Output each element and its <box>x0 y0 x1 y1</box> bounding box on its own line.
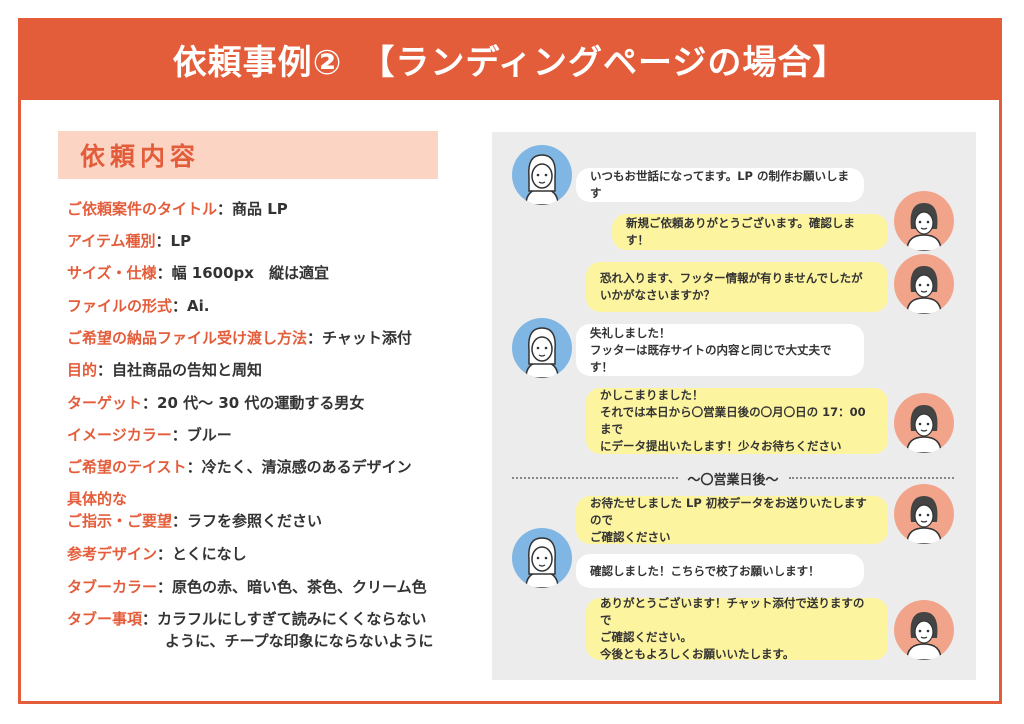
client-avatar-icon <box>512 318 572 378</box>
client-avatar-icon <box>512 528 572 588</box>
request-item: ターゲット：20 代〜 30 代の運動する男女 <box>67 394 365 412</box>
chat-message-client: いつもお世話になってます。LP の制作お願いします <box>576 168 864 202</box>
chat-message-designer: ありがとうございます！チャット添付で送りますのでご確認ください。今後ともよろしく… <box>586 596 888 661</box>
request-item: ご依頼案件のタイトル：商品 LP <box>67 200 288 218</box>
request-item: ご希望のテイスト：冷たく、清涼感のあるデザイン <box>67 458 412 476</box>
request-item: 参考デザイン：とくになし <box>67 545 247 563</box>
request-item: サイズ・仕様：幅 1600px 縦は適宜 <box>67 264 329 282</box>
time-divider: 〜〇営業日後〜 <box>512 468 955 488</box>
request-item: ファイルの形式：Ai. <box>67 297 210 315</box>
designer-avatar-icon <box>894 191 954 251</box>
designer-avatar-icon <box>894 254 954 314</box>
designer-avatar-icon <box>894 393 954 453</box>
chat-message-designer: お待たせしました LP 初校データをお送りいたしますのでご確認ください <box>576 496 888 544</box>
request-item: 目的：自社商品の告知と周知 <box>67 361 263 379</box>
chat-message-designer: 新規ご依頼ありがとうございます。確認します！ <box>612 214 888 250</box>
request-heading: 依頼内容 <box>80 142 201 171</box>
chat-message-client: 確認しました！こちらで校了お願いします！ <box>576 554 864 588</box>
request-item: 具体的なご指示・ご要望：ラフを参照ください <box>67 490 323 530</box>
designer-avatar-icon <box>894 600 954 660</box>
designer-avatar-icon <box>894 484 954 544</box>
request-item: アイテム種別：LP <box>67 232 192 250</box>
time-divider-label: 〜〇営業日後〜 <box>687 472 779 488</box>
chat-message-client: 失礼しました！フッターは既存サイトの内容と同じで大丈夫です！ <box>576 324 864 376</box>
client-avatar-icon <box>512 145 572 205</box>
request-heading-box: 依頼内容 <box>58 131 438 179</box>
request-item: イメージカラー：ブルー <box>67 426 232 444</box>
request-item: タブー事項：カラフルにしすぎて読みにくくならないように、チープな印象にならないよ… <box>67 610 434 650</box>
chat-message-designer: かしこまりました！それでは本日から〇営業日後の〇月〇日の 17：00 までにデー… <box>586 388 888 454</box>
request-item: ご希望の納品ファイル受け渡し方法：チャット添付 <box>67 329 412 347</box>
chat-message-designer: 恐れ入ります、フッター情報が有りませんでしたがいかがなさいますか？ <box>586 262 888 312</box>
request-item: タブーカラー：原色の赤、暗い色、茶色、クリーム色 <box>67 578 427 596</box>
page-title: 依頼事例② 【ランディングページの場合】 <box>18 18 1002 100</box>
